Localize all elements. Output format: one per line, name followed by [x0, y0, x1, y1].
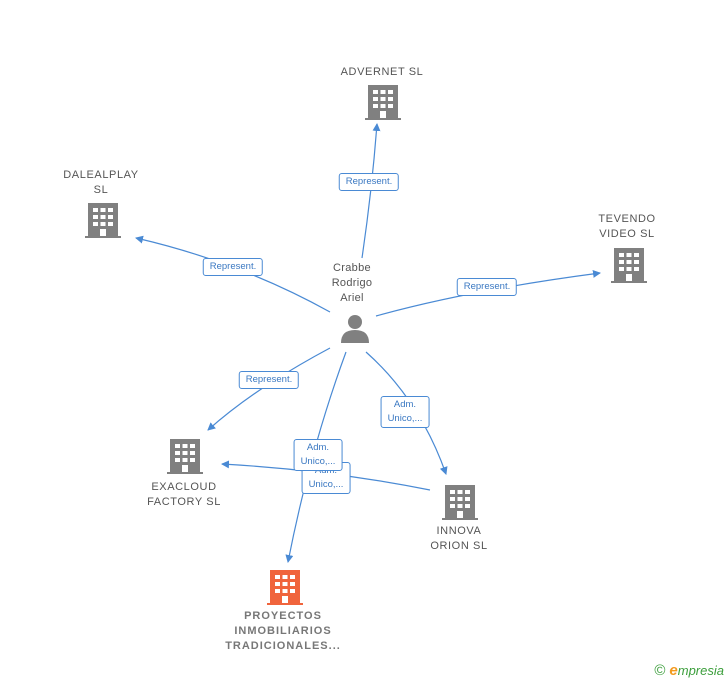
company-label-exacloud[interactable]: EXACLOUD FACTORY SL	[147, 481, 221, 508]
building-icon-proyectos	[267, 570, 303, 605]
brand-logo: empresia	[669, 662, 724, 679]
person-label[interactable]: Crabbe Rodrigo Ariel	[331, 262, 373, 304]
building-icon-advernet	[365, 85, 401, 120]
company-label-tevendo[interactable]: TEVENDO VIDEO SL	[598, 213, 656, 240]
edge-label-tevendo[interactable]: Represent.	[456, 278, 518, 296]
building-icon-innova	[442, 485, 478, 520]
building-icon-exacloud	[167, 439, 203, 474]
brand-footer[interactable]: © empresia	[654, 662, 724, 679]
company-label-dalealplay[interactable]: DALEALPLAY SL	[63, 169, 139, 196]
company-label-advernet[interactable]: ADVERNET SL	[340, 66, 424, 78]
company-label-innova[interactable]: INNOVA ORION SL	[430, 525, 488, 552]
edge-advernet	[361, 123, 381, 259]
copyright-icon: ©	[654, 662, 666, 679]
company-label-proyectos[interactable]: PROYECTOS INMOBILIARIOS TRADICIONALES...	[225, 610, 341, 652]
edge-label-innova[interactable]: Adm. Unico,...	[380, 396, 430, 428]
edge-label-dalealplay[interactable]: Represent.	[202, 258, 264, 276]
edge-label-exacloud[interactable]: Represent.	[238, 371, 300, 389]
edge-label-advernet[interactable]: Represent.	[338, 173, 400, 191]
edge-label-proyectos[interactable]: Adm. Unico,...	[293, 439, 343, 471]
person-icon	[341, 315, 369, 343]
building-icon-dalealplay	[85, 203, 121, 238]
edge-exacloud	[207, 347, 331, 431]
building-icon-tevendo	[611, 248, 647, 283]
